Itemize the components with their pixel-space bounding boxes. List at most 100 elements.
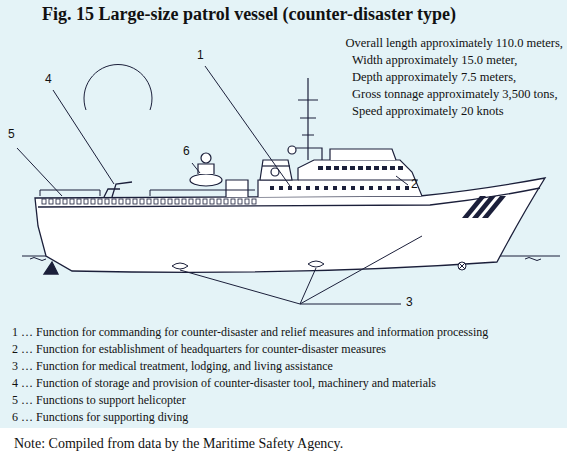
deck-railing-part — [112, 199, 116, 204]
bridge-windows-part — [342, 186, 346, 190]
crane-part — [104, 189, 120, 197]
leader-lines-part — [17, 148, 62, 196]
figure-title: Fig. 15 Large-size patrol vessel (counte… — [42, 4, 456, 25]
deck-railing-part — [252, 199, 256, 204]
deck-railing-part — [196, 199, 200, 204]
underwater-fittings-part — [459, 263, 465, 269]
callout-number: 6 — [183, 145, 190, 159]
function-legend-item: 3 … Function for medical treatment, lodg… — [12, 360, 333, 374]
deck-railing — [42, 199, 256, 204]
function-legend-item: 1 … Function for commanding for counter-… — [12, 326, 488, 340]
helicopter-deck-part — [150, 190, 255, 196]
callout-number: 2 — [411, 178, 418, 192]
bridge-windows-part — [382, 166, 387, 170]
deck-railing-part — [168, 199, 172, 204]
bridge-windows-part — [378, 186, 382, 190]
deck-railing-part — [84, 199, 88, 204]
underwater-fittings-part — [308, 261, 324, 267]
deck-railing-part — [126, 199, 130, 204]
bridge-windows-part — [358, 166, 363, 170]
callout-number: 4 — [45, 73, 52, 87]
callout-number: 5 — [8, 128, 15, 142]
spec-line: Speed approximately 20 knots — [352, 104, 504, 118]
bridge-windows-part — [351, 186, 355, 190]
hull-stripes-part — [482, 196, 506, 218]
deck-railing-part — [140, 199, 144, 204]
deck-railing-part — [42, 199, 46, 204]
deck-railing-part — [189, 199, 193, 204]
bridge-windows-part — [366, 166, 371, 170]
bridge-windows-part — [270, 186, 274, 190]
bridge-windows-part — [297, 186, 301, 190]
bridge-windows-part — [318, 166, 323, 170]
mast — [288, 78, 322, 160]
function-legend-item: 2 … Function for establishment of headqu… — [12, 343, 386, 357]
diving-support-unit-part — [226, 180, 248, 197]
bridge-windows-part — [350, 166, 355, 170]
deck-railing-part — [182, 199, 186, 204]
bridge-windows-part — [374, 166, 379, 170]
mast-part — [296, 148, 322, 160]
deck-railing-part — [63, 199, 67, 204]
deck-railing-part — [56, 199, 60, 204]
deck-railing-part — [77, 199, 81, 204]
spec-line: Depth approximately 7.5 meters, — [352, 70, 516, 84]
deck-railing-part — [154, 199, 158, 204]
function-legend-item: 6 … Functions for supporting diving — [12, 411, 188, 425]
spec-line: Width approximately 15.0 meter, — [352, 53, 517, 67]
spec-line: Overall length approximately 110.0 meter… — [345, 36, 563, 50]
leader-lines-part — [205, 66, 290, 186]
deck-railing-part — [70, 199, 74, 204]
bridge-windows-part — [306, 186, 310, 190]
bridge-windows-part — [334, 166, 339, 170]
underwater-fittings-part — [458, 262, 466, 270]
leader-lines — [17, 66, 422, 304]
superstructure-part — [330, 149, 396, 160]
underwater-fittings-part — [172, 263, 188, 269]
leader-lines-part — [192, 163, 200, 173]
deck-railing-part — [210, 199, 214, 204]
diving-support-unit-part — [201, 153, 211, 163]
hull-part — [44, 262, 58, 274]
helicopter-deck — [40, 190, 255, 196]
underwater-fittings — [172, 261, 466, 270]
funnel-part — [260, 160, 292, 180]
spec-line: Gross tonnage approximately 3,500 tons, — [352, 87, 558, 101]
deck-railing-part — [245, 199, 249, 204]
deck-railing-part — [119, 199, 123, 204]
leader-lines-part — [396, 176, 408, 185]
mast-part — [288, 146, 296, 154]
bridge-windows-part — [390, 166, 395, 170]
mast-part — [298, 100, 318, 135]
deck-railing-part — [105, 199, 109, 204]
funnel — [260, 160, 292, 180]
deck-railing-part — [217, 199, 221, 204]
deck-railing-part — [175, 199, 179, 204]
diving-support-unit-part — [190, 174, 222, 186]
deck-railing-part — [98, 199, 102, 204]
diving-support-unit-part — [198, 164, 214, 174]
callout-number: 1 — [197, 49, 204, 63]
bridge-windows-part — [333, 186, 337, 190]
deck-railing-part — [133, 199, 137, 204]
source-note: Note: Compiled from data by the Maritime… — [14, 436, 343, 452]
deck-railing-part — [231, 199, 235, 204]
callout-number: 3 — [406, 296, 413, 310]
bridge-windows-part — [315, 186, 319, 190]
bridge-windows-part — [279, 186, 283, 190]
superstructure-part — [258, 160, 422, 197]
superstructure — [258, 149, 422, 197]
bridge-windows-part — [369, 186, 373, 190]
function-legend-item: 5 … Functions to support helicopter — [12, 394, 186, 408]
bridge-windows-part — [326, 166, 331, 170]
deck-railing-part — [49, 199, 53, 204]
leader-lines-part — [180, 236, 422, 304]
bridge-windows-part — [396, 186, 400, 190]
bridge-windows-part — [342, 166, 347, 170]
bridge-windows-part — [360, 186, 364, 190]
deck-railing-part — [224, 199, 228, 204]
bridge-windows-part — [288, 186, 292, 190]
crane — [84, 65, 152, 197]
bridge-windows-part — [398, 166, 403, 170]
